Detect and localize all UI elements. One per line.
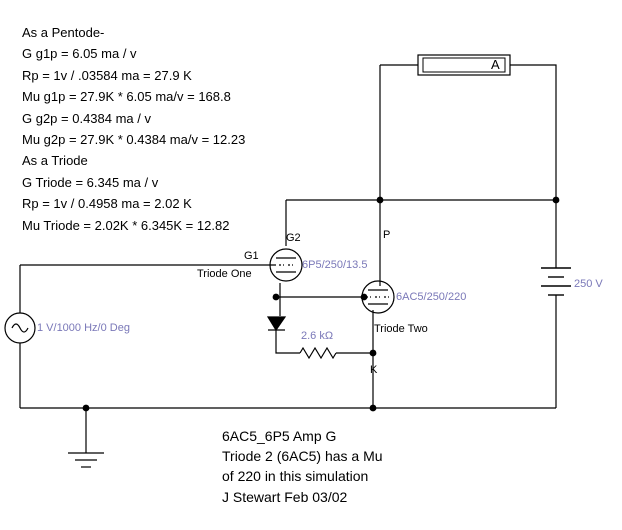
battery bbox=[541, 267, 571, 296]
triode-two-label: Triode Two bbox=[374, 323, 428, 335]
plate-label: P bbox=[383, 229, 391, 241]
tube2-model-label: 6AC5/250/220 bbox=[396, 291, 467, 303]
note-line: Mu g2p = 27.9K * 0.4384 ma/v = 12.23 bbox=[22, 132, 246, 148]
ammeter-label: A bbox=[491, 57, 500, 72]
caption-block: 6AC5_6P5 Amp G Triode 2 (6AC5) has a Mu … bbox=[222, 426, 383, 507]
cathode-label: K bbox=[370, 364, 378, 376]
caption-line: of 220 in this simulation bbox=[222, 468, 369, 485]
battery-label: 250 V bbox=[574, 278, 603, 290]
source-label: 1 V/1000 Hz/0 Deg bbox=[37, 322, 130, 334]
junction-dots bbox=[82, 196, 560, 412]
tube1-model-label: 6P5/250/13.5 bbox=[302, 259, 368, 271]
ground-symbol bbox=[68, 452, 104, 468]
triode-one-tube bbox=[269, 248, 303, 282]
caption-line: 6AC5_6P5 Amp G bbox=[222, 428, 337, 444]
caption-line: J Stewart Feb 03/02 bbox=[222, 488, 348, 505]
note-line: As a Triode bbox=[22, 153, 88, 169]
note-line: Mu Triode = 2.02K * 6.345K = 12.82 bbox=[22, 217, 230, 233]
note-line: Rp = 1v / 0.4958 ma = 2.02 K bbox=[22, 196, 192, 212]
ac-source bbox=[4, 312, 36, 344]
g2-label: G2 bbox=[286, 232, 301, 244]
triode-one-label: Triode One bbox=[197, 268, 252, 280]
ammeter bbox=[417, 54, 511, 76]
triode-two-tube bbox=[361, 280, 395, 314]
diode bbox=[266, 316, 287, 332]
wire-top-left bbox=[379, 64, 418, 286]
note-line: G g1p = 6.05 ma / v bbox=[22, 46, 137, 62]
note-line: Mu g1p = 27.9K * 6.05 ma/v = 168.8 bbox=[22, 89, 231, 105]
notes-block: As a Pentode- G g1p = 6.05 ma / v Rp = 1… bbox=[22, 22, 245, 236]
note-line: As a Pentode- bbox=[22, 25, 105, 40]
note-line: G g2p = 0.4384 ma / v bbox=[22, 110, 151, 126]
caption-line: Triode 2 (6AC5) has a Mu bbox=[222, 448, 383, 465]
resistor-label: 2.6 kΩ bbox=[301, 330, 334, 342]
note-line: G Triode = 6.345 ma / v bbox=[22, 174, 159, 190]
resistor bbox=[299, 346, 337, 360]
wire-top-right bbox=[510, 64, 557, 200]
g1-label: G1 bbox=[244, 250, 259, 262]
note-line: Rp = 1v / .03584 ma = 27.9 K bbox=[22, 67, 192, 83]
wire-diode-down bbox=[275, 330, 300, 354]
